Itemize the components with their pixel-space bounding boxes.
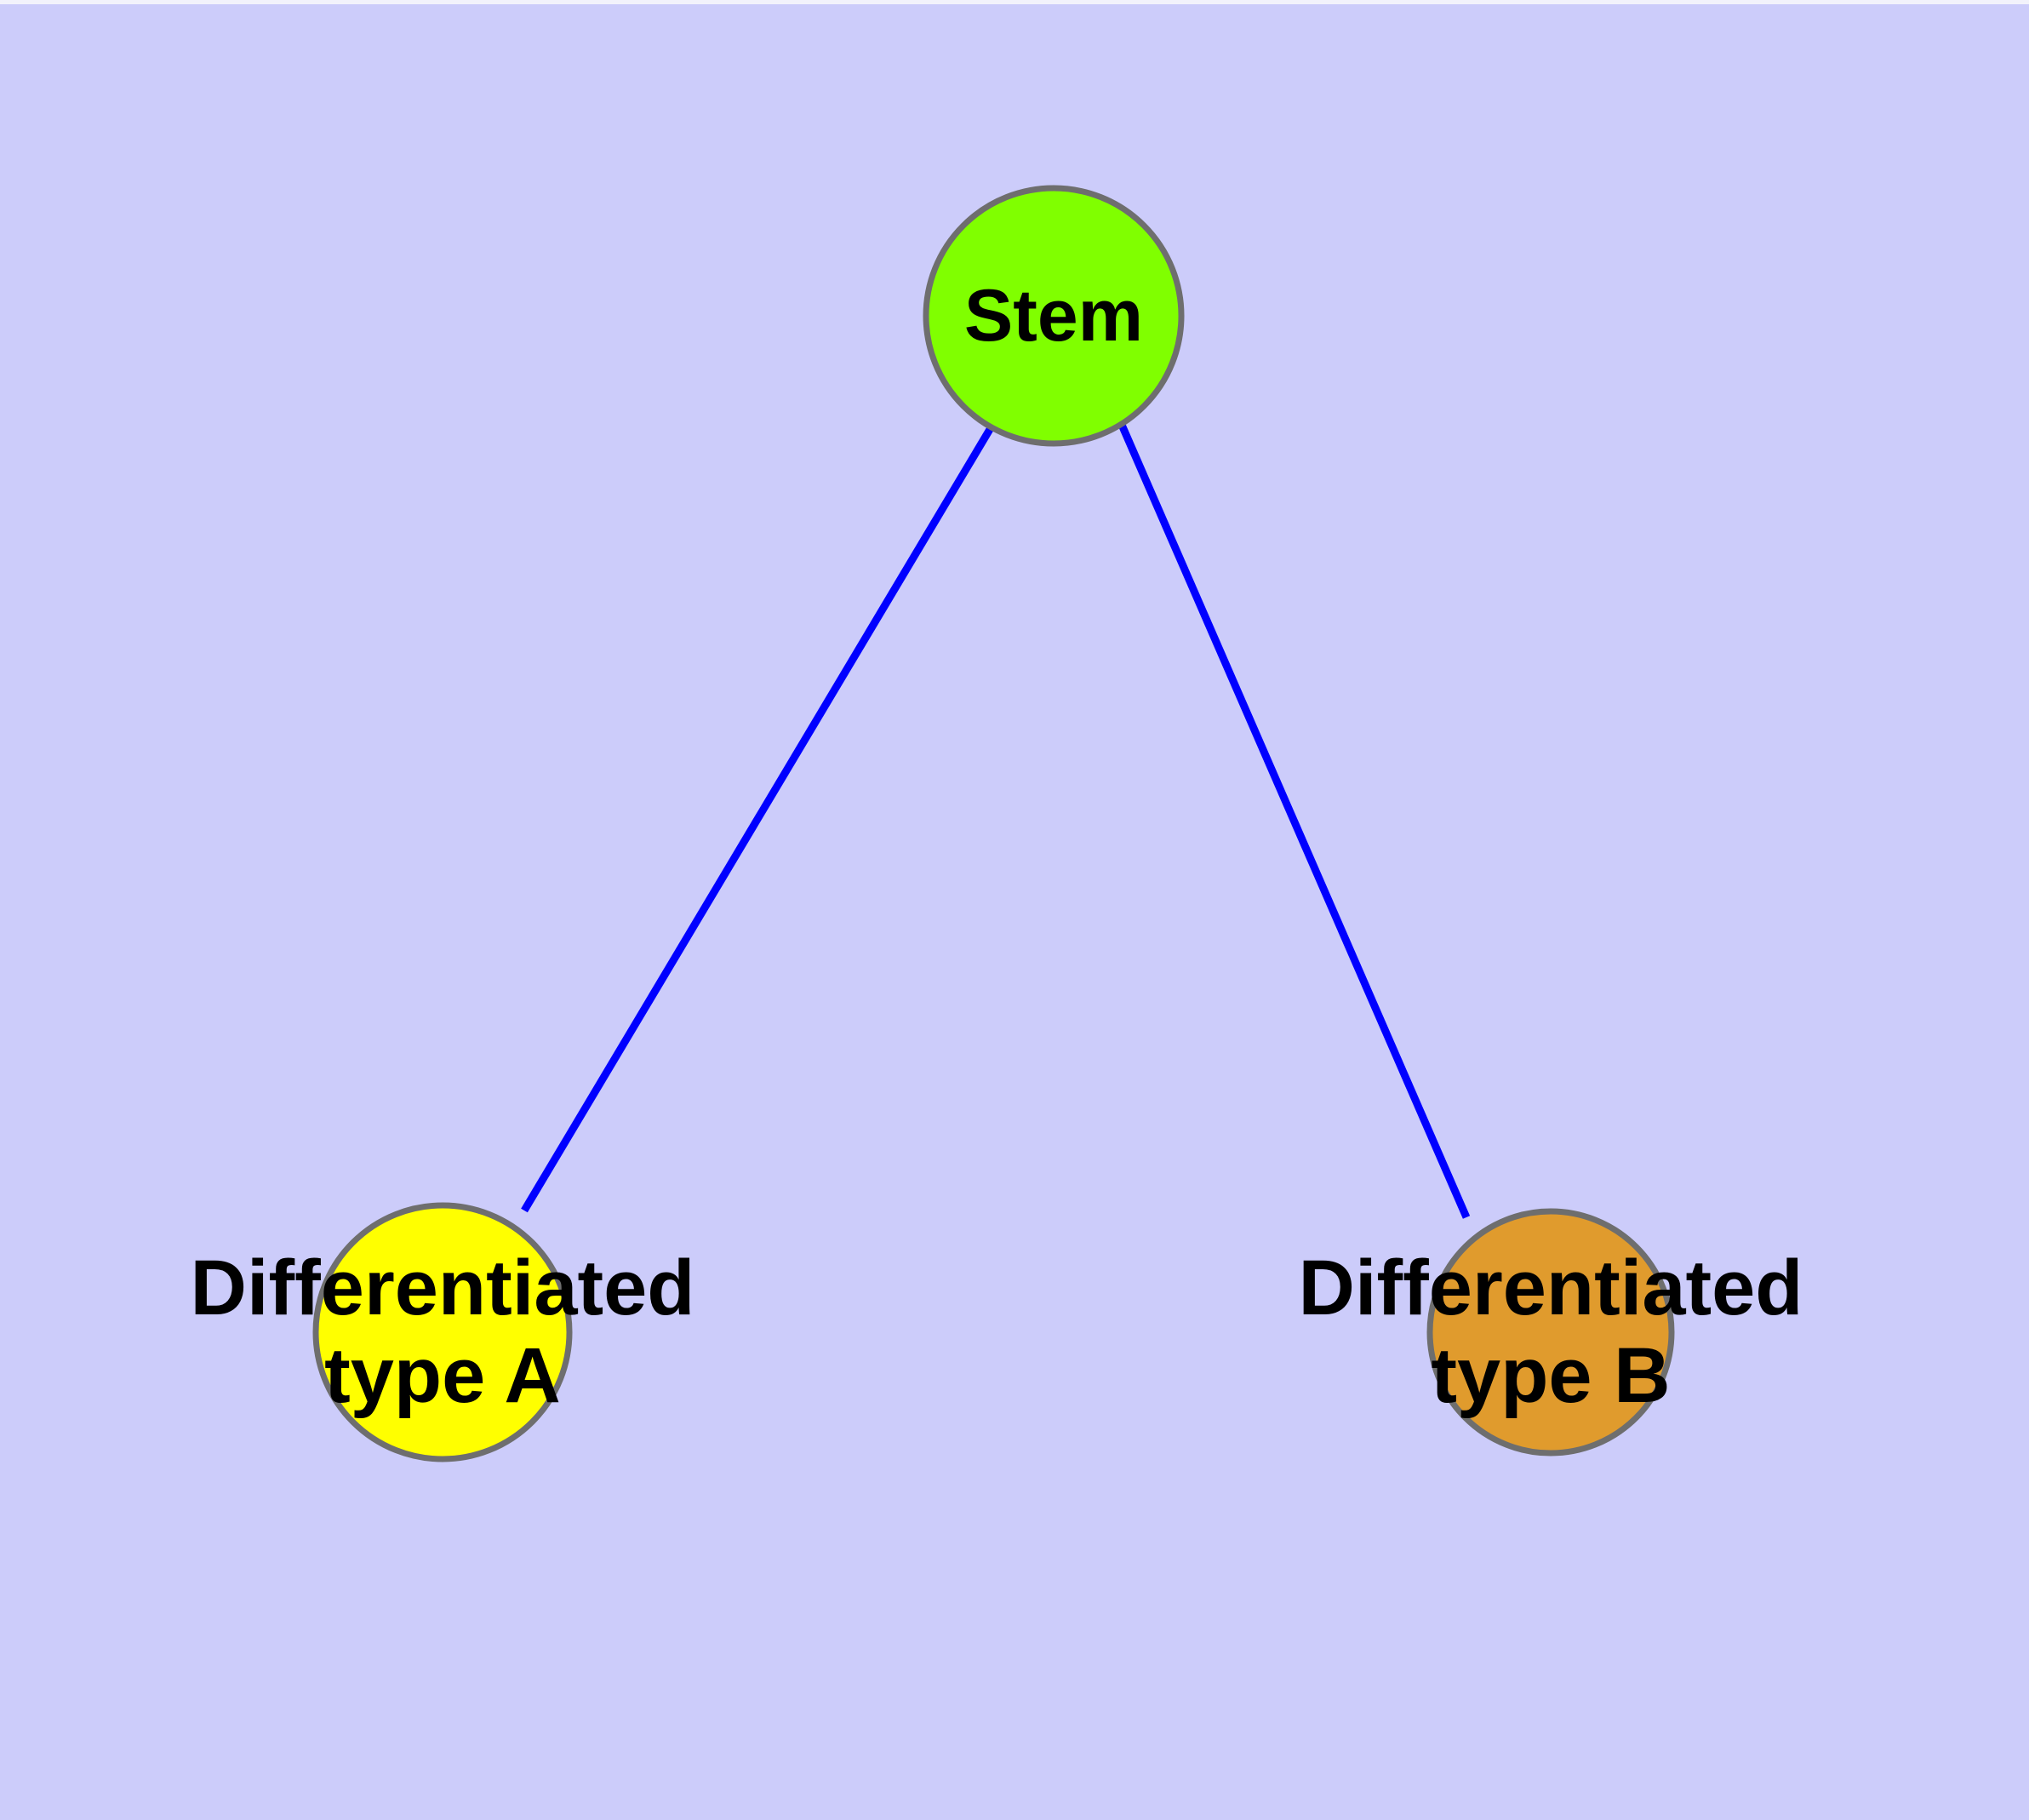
edge-stem-to-differentiated-a[interactable] [521, 424, 995, 1213]
edge-stem-to-differentiated-b[interactable] [1117, 423, 1471, 1219]
nodes-layer [312, 185, 1675, 1462]
node-stem[interactable] [923, 185, 1185, 447]
edges-layer [521, 423, 1471, 1219]
node-differentiated-type-b[interactable] [1426, 1208, 1675, 1457]
top-edge-strip [0, 0, 2029, 4]
node-differentiated-type-a[interactable] [312, 1202, 573, 1462]
